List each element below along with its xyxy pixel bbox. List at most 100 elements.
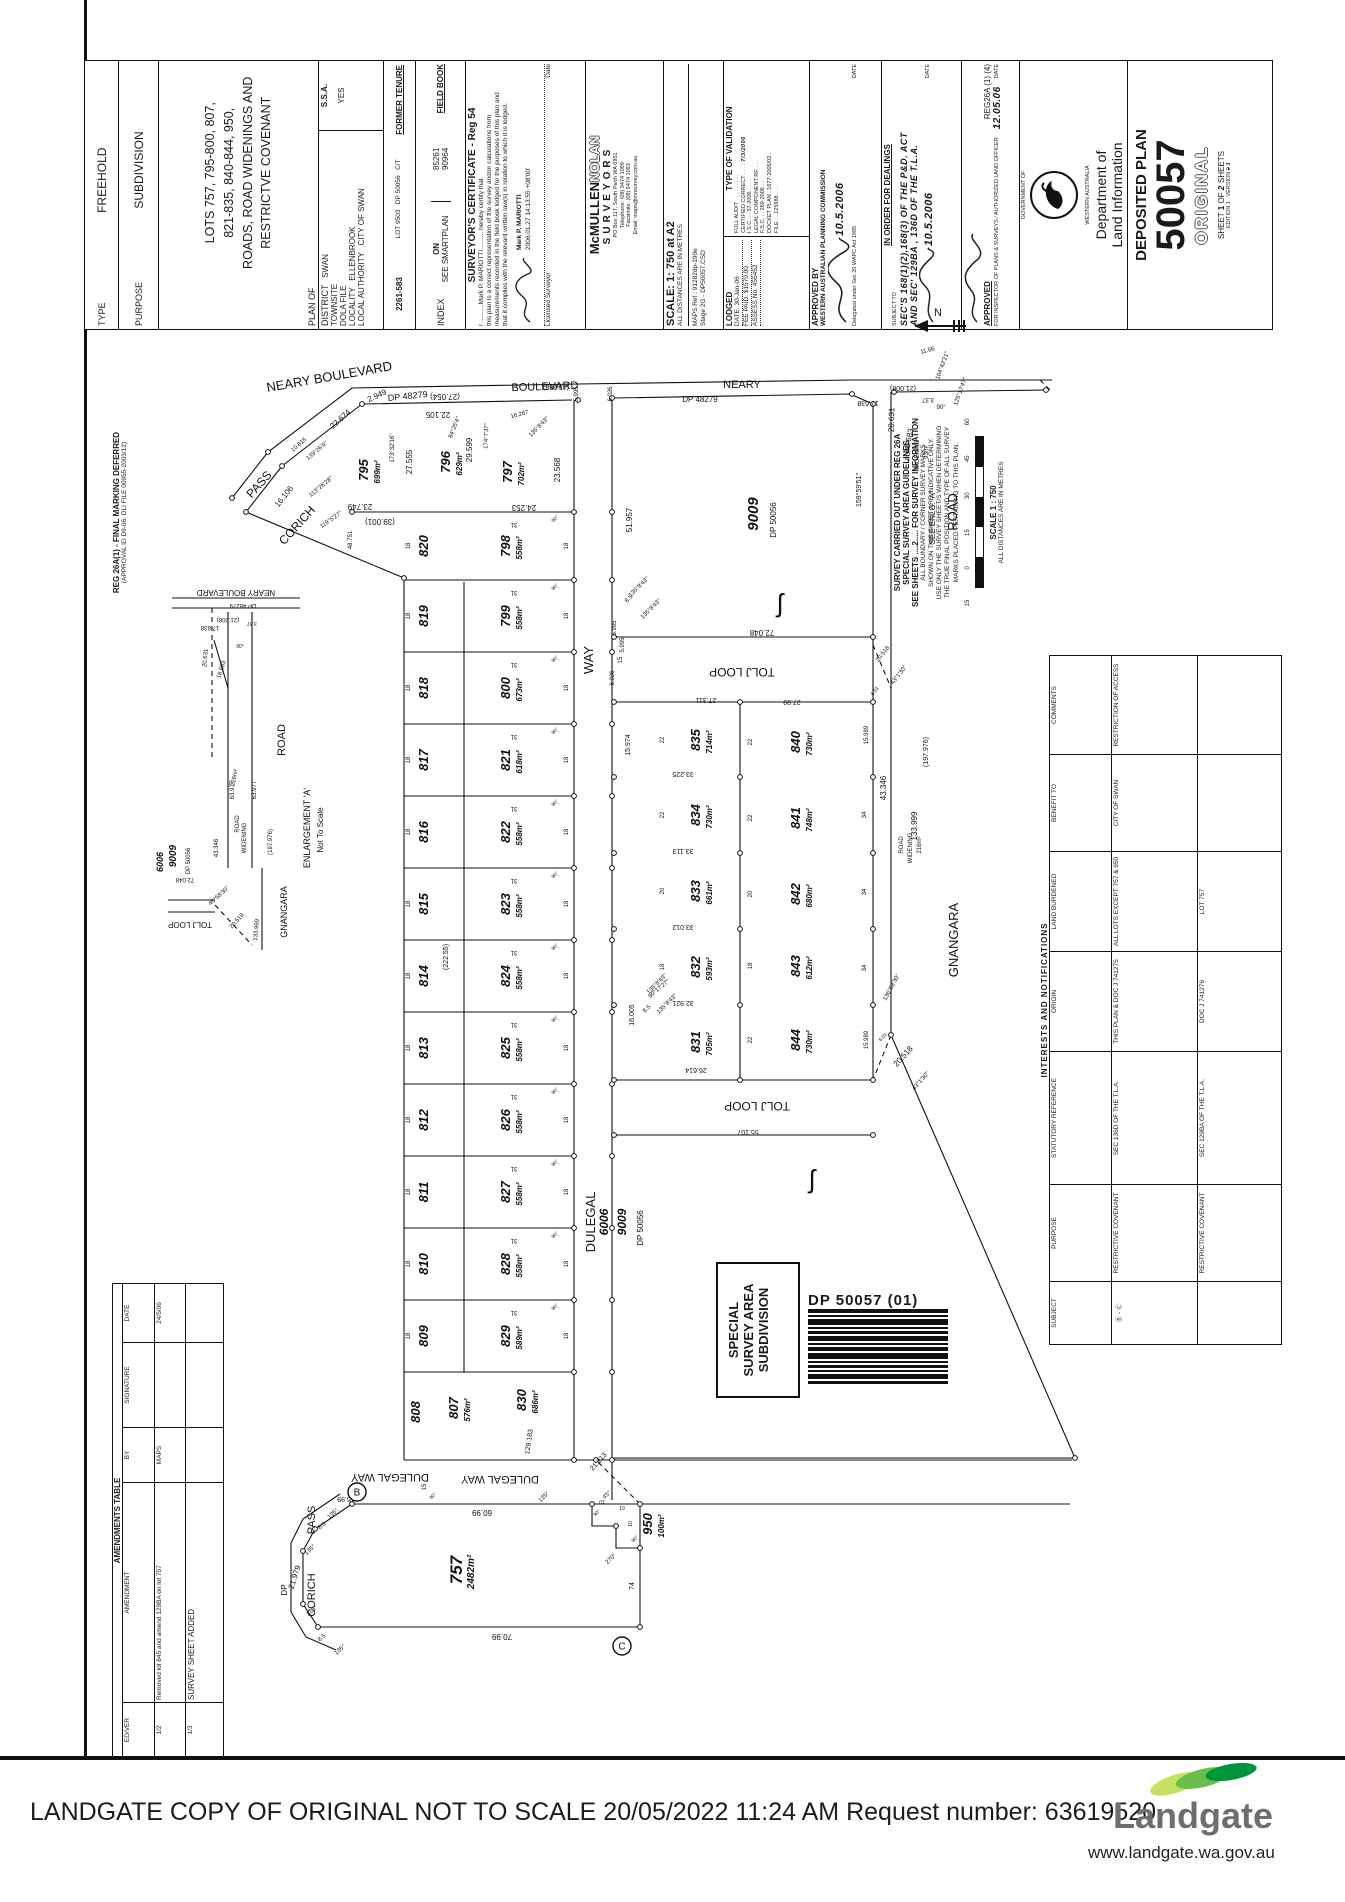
plan-dim: 270° bbox=[605, 1552, 618, 1565]
lot-area-830: 686m² bbox=[531, 1390, 540, 1413]
amend-r2-date bbox=[185, 1283, 224, 1343]
notes-line3: SEE SHEETS ....2..... FOR SURVEY INFORMA… bbox=[911, 418, 920, 607]
ssa-box-line1: SPECIAL bbox=[726, 1301, 741, 1359]
plan-dim: 18 bbox=[406, 828, 412, 835]
lot-number-810: 810 bbox=[416, 1252, 431, 1274]
survey-node bbox=[1072, 1455, 1078, 1461]
plan-dim: 6.01 bbox=[878, 1032, 889, 1043]
amend-r1-by: MAPS bbox=[154, 1427, 186, 1483]
survey-node bbox=[571, 1081, 577, 1087]
plan-dim: 18 bbox=[406, 684, 412, 691]
lot-number-800: 800 bbox=[498, 676, 513, 698]
lot-number-841: 841 bbox=[788, 807, 803, 829]
wapc-signature bbox=[828, 237, 850, 323]
survey-node bbox=[571, 1297, 577, 1303]
special-survey-area-box: SPECIAL SURVEY AREA SUBDIVISION bbox=[716, 1262, 800, 1398]
plan-dim: 113°26'28'' bbox=[308, 476, 334, 499]
survey-node bbox=[609, 395, 615, 401]
plan-dim: (27.054) bbox=[430, 392, 460, 401]
plan-label: ROAD bbox=[899, 836, 905, 854]
plan-dim: 18 bbox=[748, 962, 754, 969]
plan-dim: 23.749 bbox=[347, 502, 372, 511]
plan-dim: 74 bbox=[629, 1582, 636, 1590]
plan-dim: 18 bbox=[564, 1332, 570, 1339]
plan-dim: 43.346 bbox=[879, 775, 888, 800]
survey-node bbox=[609, 1297, 615, 1303]
interests-row-2: RESTRICTIVE COVENANT SEC 129BA OF THE T.… bbox=[1197, 655, 1282, 1345]
plan-dim: 31 bbox=[510, 1309, 517, 1315]
int-r2-subject bbox=[1197, 1281, 1282, 1345]
plan-dim: 136°58'30'' bbox=[883, 973, 902, 1002]
notes-line1: SURVEY CARRIED OUT UNDER REG 26A bbox=[893, 433, 902, 592]
plan-label: Not To Scale bbox=[316, 807, 325, 853]
title-block-band: TYPE FREEHOLD PURPOSE SUBDIVISION PLAN O… bbox=[84, 60, 1273, 330]
survey-node bbox=[609, 649, 615, 655]
lot-area-798: 558m² bbox=[515, 536, 524, 559]
lot-number-798: 798 bbox=[498, 534, 513, 556]
plan-dim: 31 bbox=[510, 1165, 517, 1171]
lot-number-830: 830 bbox=[514, 1388, 529, 1410]
plan-label: NEARY bbox=[723, 379, 761, 391]
int-r1-purpose: RESTRICTIVE COVENANT bbox=[1111, 1184, 1198, 1282]
survey-node bbox=[737, 1077, 743, 1083]
amendments-table: AMENDMENTS TABLE ED/VER AMENDMENT BY SIG… bbox=[112, 1283, 224, 1758]
int-h-subject: SUBJECT bbox=[1049, 1281, 1112, 1345]
survey-node bbox=[229, 495, 235, 501]
plan-dim: 18 bbox=[564, 1116, 570, 1123]
survey-node bbox=[870, 699, 876, 705]
plan-label: WAY bbox=[581, 646, 596, 674]
lot-area-797: 702m² bbox=[517, 462, 526, 485]
plan-dim: 135°8'43'' bbox=[640, 598, 663, 621]
int-r2-burdened: LOT 757 bbox=[1197, 851, 1282, 952]
survey-node bbox=[279, 463, 285, 469]
boundary-line bbox=[893, 389, 1047, 393]
survey-node bbox=[243, 509, 249, 515]
plan-dim: 164°42'21'' bbox=[935, 351, 951, 380]
plan-dim: 8.5 bbox=[317, 1633, 328, 1643]
plan-dim: 51.957 bbox=[625, 507, 634, 532]
plan-label: 6006 bbox=[155, 851, 165, 872]
lot-area-824: 558m² bbox=[515, 966, 524, 989]
int-r1-benefit: CITY OF SWAN bbox=[1111, 754, 1198, 852]
survey-node bbox=[571, 1225, 577, 1231]
lot-area-757: 2482m² bbox=[466, 1554, 477, 1590]
plan-dim: 18 bbox=[564, 756, 570, 763]
plan-label: 63.977 bbox=[252, 780, 258, 799]
plan-label: DULEGAL WAY bbox=[350, 1471, 428, 1483]
lot-area-826: 558m² bbox=[515, 1110, 524, 1133]
survey-node bbox=[870, 1002, 876, 1008]
plan-label: ROAD bbox=[906, 443, 912, 461]
plan-dim: 90° bbox=[550, 942, 560, 952]
plan-dim: 31 bbox=[510, 733, 517, 739]
boundary-line bbox=[245, 511, 405, 579]
lot-number-823: 823 bbox=[498, 892, 513, 914]
plan-dim: 27.555 bbox=[405, 449, 414, 474]
ssa-box-line2: SURVEY AREA bbox=[741, 1283, 756, 1377]
plan-dim: 34 bbox=[862, 888, 868, 895]
boundary-line bbox=[872, 1034, 892, 1081]
lot-number-832: 832 bbox=[688, 955, 703, 977]
lot-area-841: 748m² bbox=[805, 808, 814, 831]
plan-dim: 90° bbox=[550, 1014, 560, 1024]
lot-area-833: 661m² bbox=[705, 881, 714, 904]
survey-node bbox=[611, 926, 617, 932]
plan-label: CORICH bbox=[306, 1573, 318, 1616]
plan-dim: 27.99 bbox=[783, 698, 801, 705]
lot-number-797: 797 bbox=[500, 460, 515, 482]
plan-dim: 15.989 bbox=[864, 725, 870, 744]
landgate-url: www.landgate.wa.gov.au bbox=[1088, 1843, 1275, 1862]
plan-label: ROAD bbox=[945, 493, 960, 531]
plan-label: BOULEVARD bbox=[511, 380, 578, 394]
lot-area-842: 680m² bbox=[805, 884, 814, 907]
marker-B bbox=[347, 1482, 367, 1502]
survey-node bbox=[611, 1132, 617, 1138]
int-h-reference: STATUTORY REFERENCE bbox=[1049, 1051, 1112, 1185]
amendments-title: AMENDMENTS TABLE bbox=[112, 1283, 122, 1758]
int-r2-purpose: RESTRICTIVE COVENANT bbox=[1197, 1184, 1282, 1282]
lot-number-831: 831 bbox=[688, 1031, 703, 1053]
boundary-line bbox=[245, 465, 283, 513]
sheet-border-bottom bbox=[0, 1756, 1345, 1760]
plan-dim: 16.106 bbox=[273, 484, 295, 509]
